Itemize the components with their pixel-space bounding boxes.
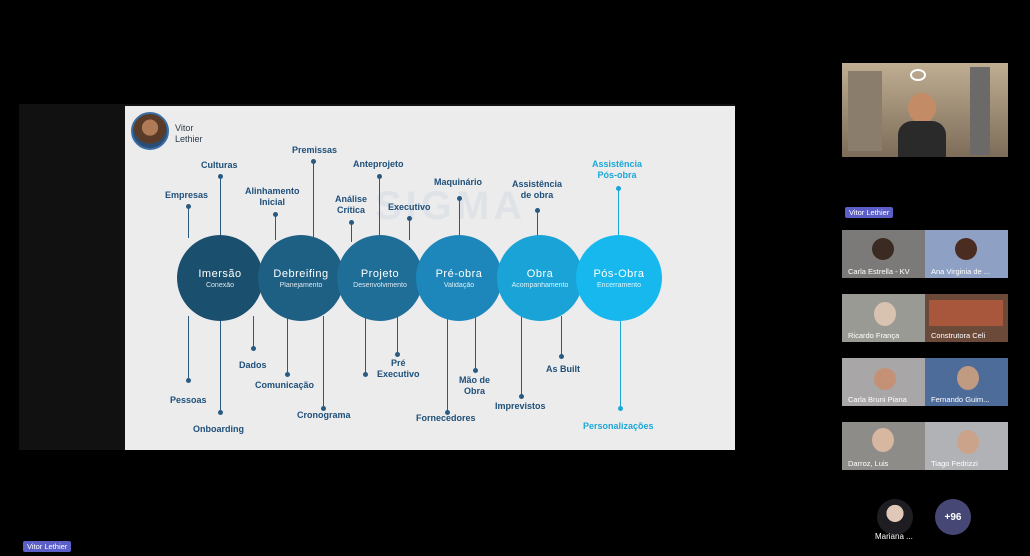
label-alinhamento: Alinhamento Inicial [245, 186, 300, 207]
label-dados: Dados [239, 360, 267, 370]
label-cronograma: Cronograma [297, 410, 351, 420]
label-culturas: Culturas [201, 160, 238, 170]
presenter-video[interactable] [842, 63, 1008, 157]
label-anteprojeto: Anteprojeto [353, 159, 404, 169]
label-pre-executivo: Pré Executivo [377, 358, 420, 379]
participant-row[interactable]: Carla Bruni Piana Fernando Guim... [842, 358, 1008, 406]
label-analise-critica: Análise Crítica [335, 194, 368, 215]
presenter-name-badge: Vitor Lethier [845, 207, 894, 218]
label-pessoas: Pessoas [170, 395, 207, 405]
label-empresas: Empresas [165, 190, 209, 200]
label-mao-de-obra: Mão de Obra [459, 375, 491, 396]
presenter-avatar [131, 112, 169, 150]
label-premissas: Premissas [292, 145, 338, 155]
slide-watermark: SIGMA [375, 184, 527, 228]
slide-presenter-first: Vitor [175, 123, 194, 133]
label-executivo: Executivo [388, 202, 431, 212]
participant-row[interactable]: Carla Estrella - KV Ana Virginia de ... [842, 230, 1008, 278]
logo-icon [910, 69, 926, 81]
label-fornecedores: Fornecedores [416, 413, 476, 423]
label-maquinario: Maquinário [434, 177, 483, 187]
mariana-name: Mariana ... [875, 532, 913, 541]
mariana-avatar[interactable] [877, 499, 913, 535]
label-assistencia-pos-obra: Assistência Pós-obra [592, 159, 643, 180]
label-assistencia-obra: Assistência de obra [512, 179, 563, 200]
participant-row[interactable]: Darroz, Luis Tiago Fedrizzi [842, 422, 1008, 470]
participant-row[interactable]: Ricardo França Construtora Celi [842, 294, 1008, 342]
more-participants-button[interactable]: +96 [935, 499, 971, 535]
label-comunicacao: Comunicação [255, 380, 315, 390]
label-imprevistos: Imprevistos [495, 401, 546, 411]
slide-presenter-last: Lethier [175, 134, 203, 144]
screen-share-presenter-badge: Vitor Lethier [23, 541, 72, 552]
label-onboarding: Onboarding [193, 424, 244, 434]
label-personalizacoes: Personalizações [583, 421, 654, 431]
label-as-built: As Built [546, 364, 581, 374]
